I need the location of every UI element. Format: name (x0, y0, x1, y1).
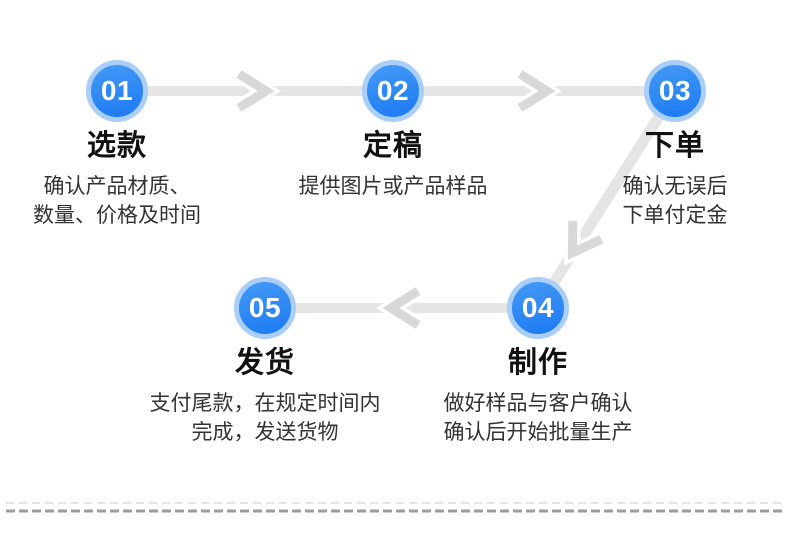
step-description: 支付尾款，在规定时间内 完成，发送货物 (115, 389, 415, 447)
step-number: 03 (658, 75, 692, 106)
arrow-01-to-02 (117, 67, 393, 115)
step-description: 确认产品材质、 数量、价格及时间 (0, 172, 267, 230)
arrow-04-to-05 (265, 284, 538, 332)
step-number-badge: 03 (644, 60, 706, 122)
step-number: 01 (100, 75, 134, 106)
step-03: 03 下单 确认无误后 下单付定金 (525, 60, 790, 230)
step-description-line: 完成，发送货物 (191, 421, 339, 444)
step-description-line: 下单付定金 (622, 204, 728, 227)
step-number-badge: 02 (362, 60, 424, 122)
step-description: 提供图片或产品样品 (243, 172, 543, 201)
step-04: 04 制作 做好样品与客户确认 确认后开始批量生产 (388, 277, 688, 447)
step-description-line: 做好样品与客户确认 (443, 392, 633, 415)
step-number: 04 (521, 292, 555, 323)
step-number-badge: 04 (507, 277, 569, 339)
step-05: 05 发货 支付尾款，在规定时间内 完成，发送货物 (115, 277, 415, 447)
arrow-02-to-03 (393, 67, 675, 115)
step-title: 选款 (86, 130, 147, 162)
step-description-line: 确认产品材质、 (43, 175, 191, 198)
step-description-line: 确认无误后 (622, 175, 728, 198)
step-description-line: 确认后开始批量生产 (443, 421, 633, 444)
step-number-badge: 05 (234, 277, 296, 339)
step-title: 制作 (507, 347, 568, 379)
arrow-down-left-icon (567, 220, 604, 260)
arrow-right-icon (517, 70, 556, 112)
arrow-right-icon (236, 70, 275, 112)
step-02: 02 定稿 提供图片或产品样品 (243, 60, 543, 201)
arrow-left-icon (382, 287, 421, 329)
step-number-badge: 01 (86, 60, 148, 122)
step-title: 定稿 (362, 130, 423, 162)
step-title: 发货 (234, 347, 295, 379)
connector-line (533, 88, 680, 311)
step-description-line: 提供图片或产品样品 (298, 175, 488, 198)
arrow-03-to-04 (533, 88, 680, 311)
step-title: 下单 (644, 130, 705, 162)
step-number: 05 (248, 292, 282, 323)
step-description-line: 数量、价格及时间 (33, 204, 201, 227)
step-description-line: 支付尾款，在规定时间内 (149, 392, 381, 415)
dashed-divider (6, 502, 784, 513)
step-description: 确认无误后 下单付定金 (525, 172, 790, 230)
step-number: 02 (376, 75, 410, 106)
step-01: 01 选款 确认产品材质、 数量、价格及时间 (0, 60, 267, 230)
step-description: 做好样品与客户确认 确认后开始批量生产 (388, 389, 688, 447)
